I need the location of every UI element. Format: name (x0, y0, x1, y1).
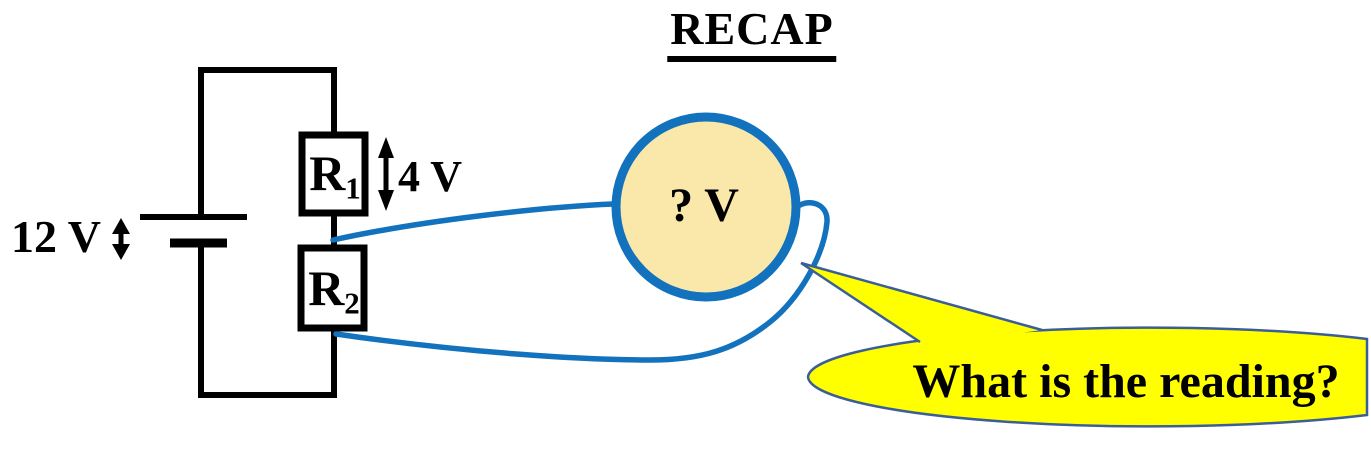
voltmeter-leads (330, 200, 830, 363)
speech-bubble (800, 261, 1369, 428)
resistor-r2-label: R2 (308, 260, 360, 319)
resistor-r1-label: R1 (309, 145, 361, 204)
resistor-r2-box (297, 244, 368, 332)
callout-question-text: What is the reading? (912, 355, 1340, 408)
resistor-r1-subscript: 1 (345, 170, 361, 206)
r1-voltage-arrow-icon (378, 137, 394, 211)
voltmeter-reading-label: ? V (669, 179, 739, 232)
circuit-wires (198, 67, 337, 398)
battery-icon (140, 214, 247, 248)
battery-voltage-label: 12 V (11, 211, 101, 262)
r1-voltage-label: 4 V (398, 152, 462, 201)
slide-title: RECAP (667, 6, 837, 62)
resistor-r1-letter: R (309, 145, 346, 201)
voltmeter-circle (611, 112, 801, 302)
resistor-r2-letter: R (308, 260, 345, 316)
resistor-r2-subscript: 2 (344, 285, 360, 321)
resistor-r1-box (298, 131, 369, 217)
battery-voltage-arrow-icon (112, 218, 130, 260)
